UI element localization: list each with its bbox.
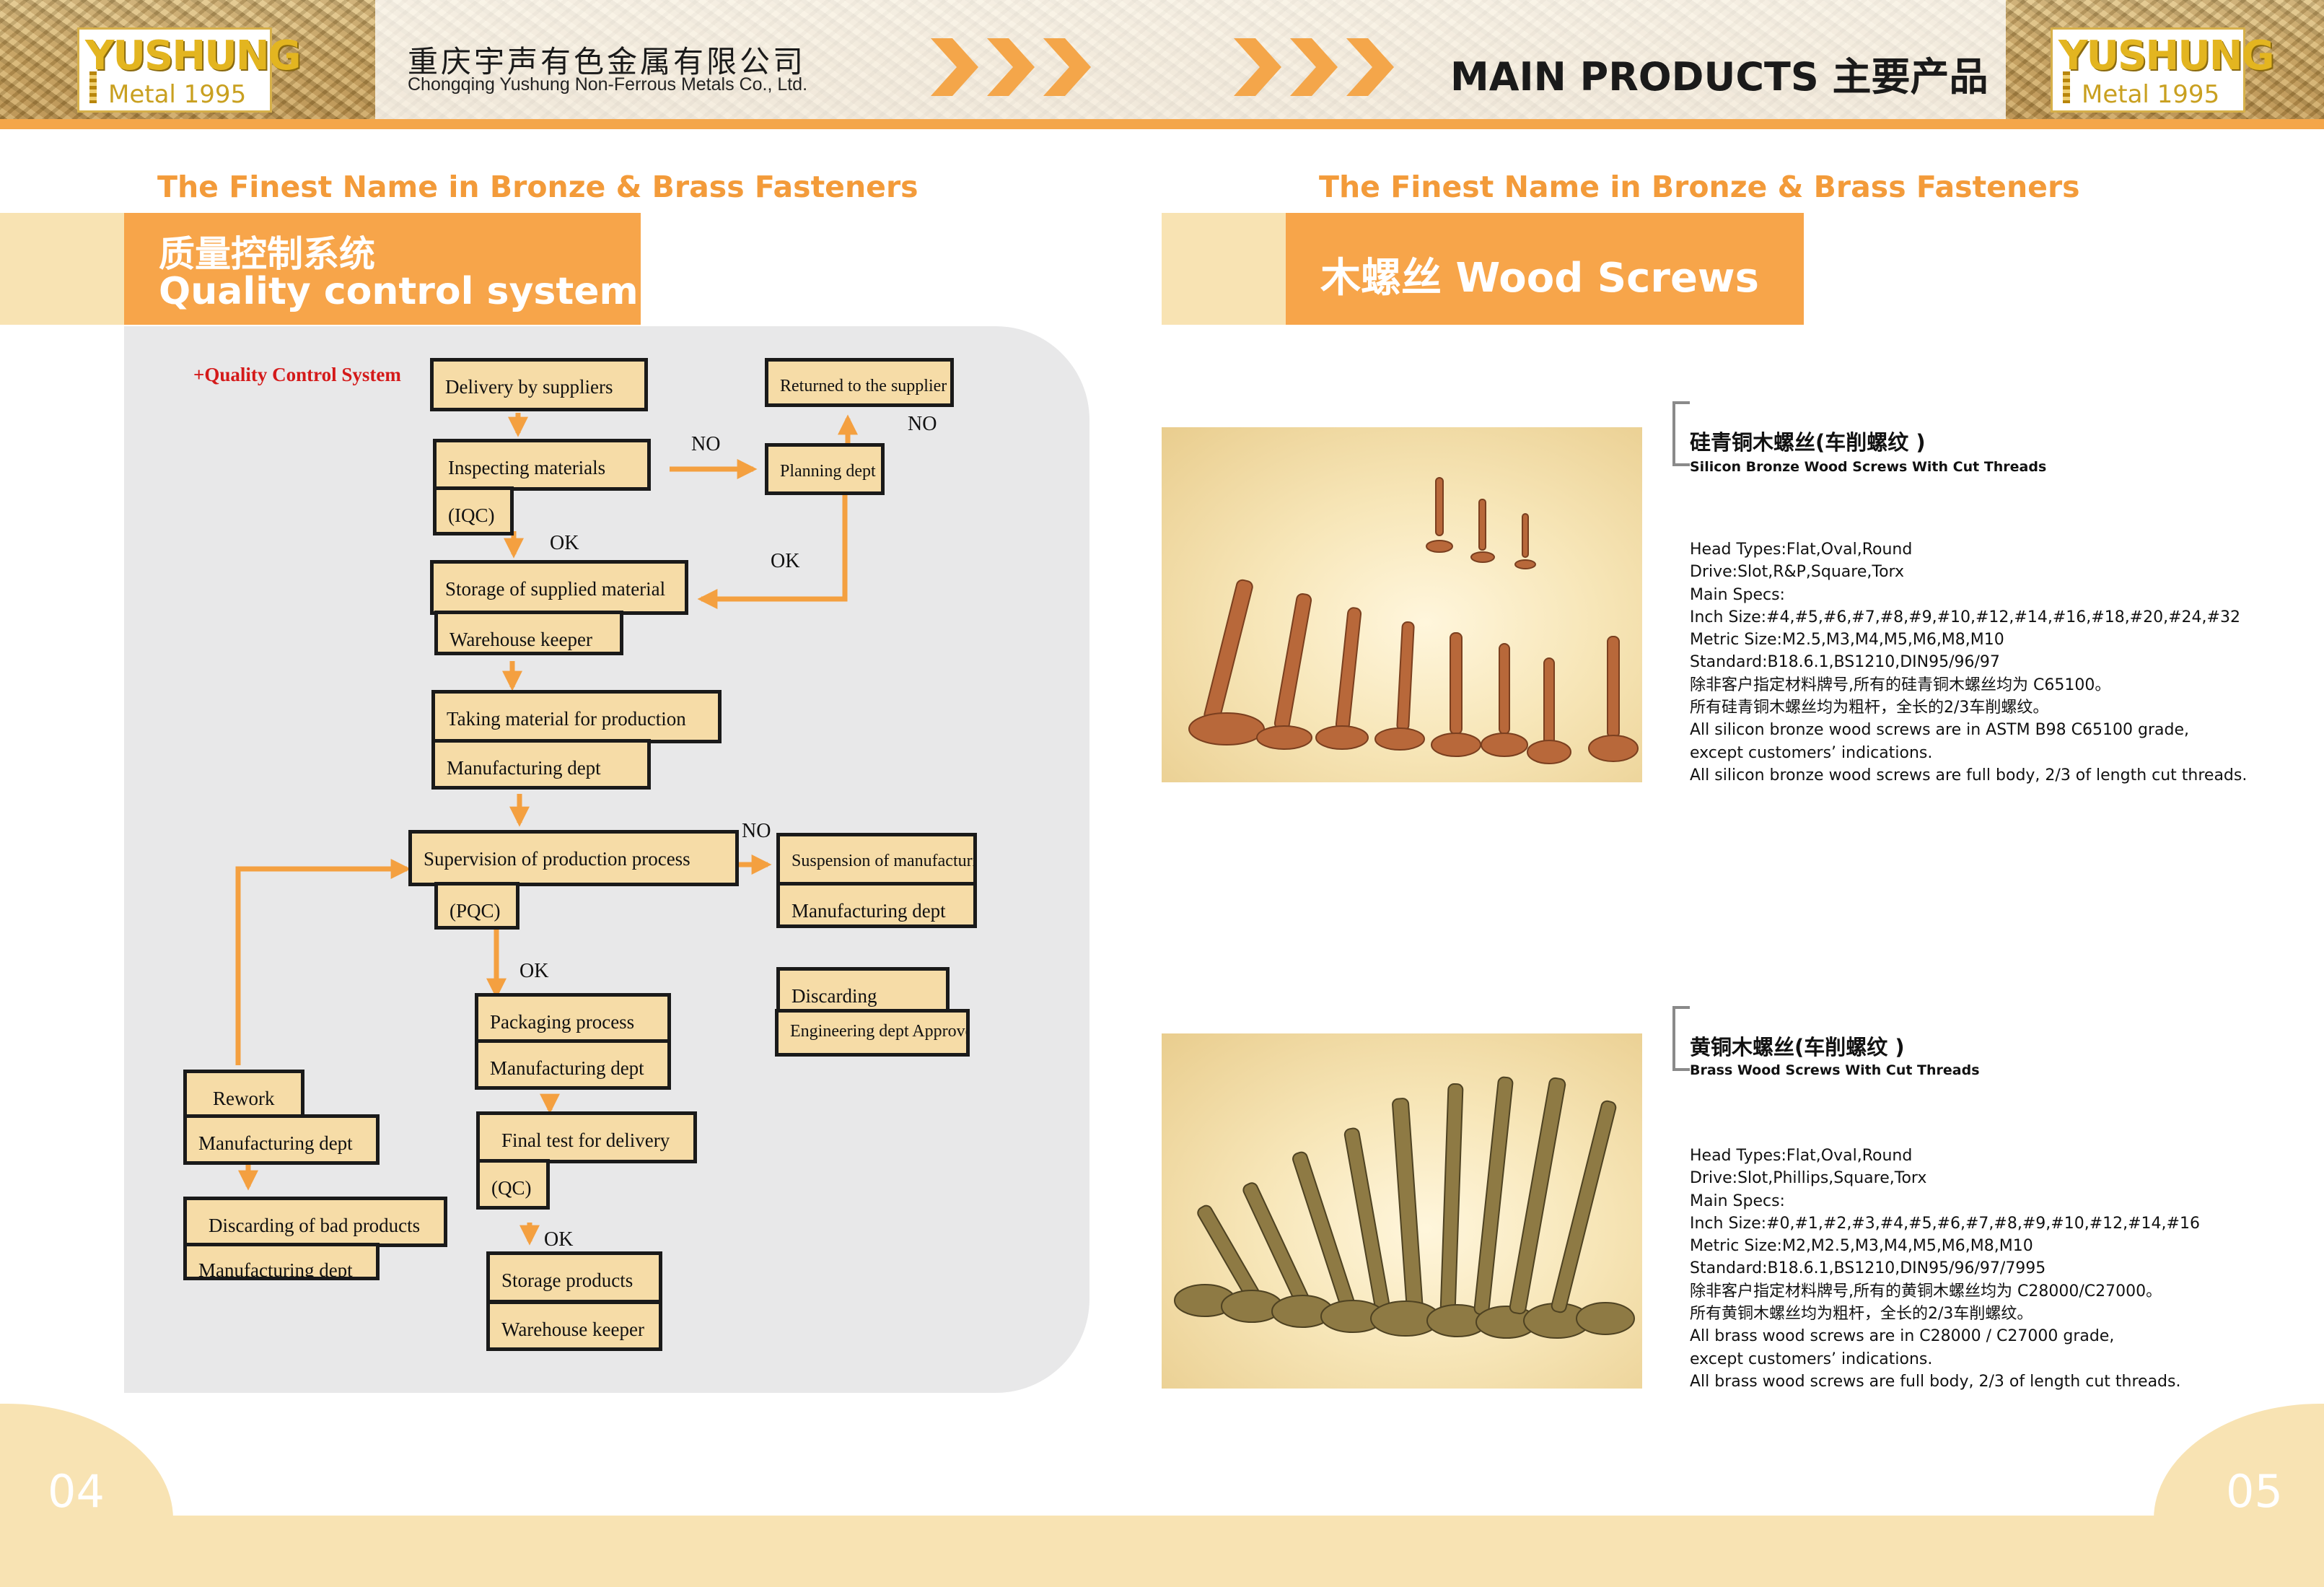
spec-line: Standard:B18.6.1,BS1210,DIN95/96/97 — [1690, 653, 2000, 672]
flow-label-ok: OK — [550, 532, 579, 554]
bracket-decoration — [1672, 1006, 1690, 1071]
section-title: 木螺丝 Wood Screws — [1320, 255, 1759, 302]
logo-subtext: Metal 1995 — [2082, 80, 2220, 109]
title-box — [124, 213, 641, 325]
box-pqc: (PQC) — [434, 882, 519, 930]
spec-line: All brass wood screws are in C28000 / C2… — [1690, 1327, 2115, 1346]
box-manufacturing: Manufacturing dept — [776, 882, 977, 928]
box-planning: Planning dept — [765, 443, 885, 495]
box-engineering: Engineering dept Approved — [775, 1009, 970, 1057]
spec-line: 除非客户指定材料牌号,所有的硅青铜木螺丝均为 C65100。 — [1690, 676, 2111, 694]
spec-line: Drive:Slot,Phillips,Square,Torx — [1690, 1169, 1927, 1188]
spec-line: 所有硅青铜木螺丝均为粗杆，全长的2/3车削螺纹。 — [1690, 699, 2049, 717]
spec-line: All silicon bronze wood screws are full … — [1690, 766, 2248, 784]
logo-text: YUSHUNG — [2058, 32, 2275, 79]
section-title-cn: 质量控制系统 — [159, 233, 375, 275]
spec-line: All brass wood screws are full body, 2/3… — [1690, 1372, 2181, 1391]
box-inspecting: Inspecting materials — [433, 439, 651, 491]
screws-illustration — [1174, 1076, 1635, 1339]
screws-illustration — [1188, 477, 1639, 764]
box-qc: (QC) — [476, 1159, 550, 1210]
spec-line: except customers’ indications. — [1690, 743, 1933, 762]
spec-line: Metric Size:M2.5,M3,M4,M5,M6,M8,M10 — [1690, 631, 2004, 650]
product-name-en: Brass Wood Screws With Cut Threads — [1690, 1062, 1980, 1078]
header-divider — [0, 119, 2324, 129]
spec-line: Inch Size:#4,#5,#6,#7,#8,#9,#10,#12,#14,… — [1690, 608, 2240, 626]
main-products-title: MAIN PRODUCTS 主要产品 — [1450, 54, 1988, 100]
logo-left: YUSHUNG Metal 1995 — [77, 27, 302, 113]
chevron-right-icon — [1234, 38, 1394, 96]
spec-line: Head Types:Flat,Oval,Round — [1690, 1147, 1913, 1165]
title-band — [1162, 213, 1286, 325]
box-manufacturing: Manufacturing dept — [475, 1039, 671, 1090]
spec-line: Metric Size:M2,M2.5,M3,M4,M5,M6,M8,M10 — [1690, 1237, 2033, 1256]
flow-label-no: NO — [691, 433, 721, 455]
box-returned: Returned to the supplier — [765, 358, 954, 407]
box-supervision: Supervision of production process — [408, 830, 739, 886]
screw-icon — [89, 71, 97, 103]
flow-label-no: NO — [742, 820, 771, 842]
logo-right: YUSHUNG Metal 1995 — [2051, 27, 2275, 113]
tagline-left: The Finest Name in Bronze & Brass Fasten… — [157, 170, 918, 204]
brass-screws-photo — [1162, 1033, 1642, 1389]
product-specs: Head Types:Flat,Oval,Round Drive:Slot,R&… — [1690, 538, 2247, 787]
header-band — [375, 0, 2006, 119]
box-delivery: Delivery by suppliers — [430, 358, 648, 411]
company-name-en: Chongqing Yushung Non-Ferrous Metals Co.… — [408, 74, 808, 95]
box-suspension: Suspension of manufacturing — [776, 833, 977, 886]
product-name-en: Silicon Bronze Wood Screws With Cut Thre… — [1690, 459, 2047, 475]
spec-line: Standard:B18.6.1,BS1210,DIN95/96/97/7995 — [1690, 1259, 2046, 1278]
box-manufacturing: Manufacturing dept — [183, 1114, 380, 1165]
flowchart-arrows — [235, 413, 858, 1246]
flow-label-ok: OK — [771, 550, 800, 572]
company-name-cn: 重庆宇声有色金属有限公司 — [408, 44, 807, 79]
chevron-right-icon — [931, 38, 1091, 96]
flow-label-no: NO — [908, 413, 937, 435]
box-storage-products: Storage products — [486, 1251, 662, 1303]
product-name-cn: 硅青铜木螺丝(车削螺纹 ) — [1690, 430, 1926, 455]
logo-subtext: Metal 1995 — [108, 80, 247, 109]
silicon-bronze-screws-photo — [1162, 427, 1642, 782]
box-manufacturing: Manufacturing dept — [431, 739, 651, 790]
spec-line: 所有黄铜木螺丝均为粗杆，全长的2/3车削螺纹。 — [1690, 1305, 2033, 1324]
box-discarding-bad: Discarding of bad products — [183, 1197, 447, 1247]
box-manufacturing: Manufacturing dept — [183, 1243, 380, 1280]
box-iqc: (IQC) — [433, 486, 514, 535]
box-packaging: Packaging process — [475, 993, 671, 1044]
spec-line: All silicon bronze wood screws are in AS… — [1690, 721, 2189, 740]
spec-line: Head Types:Flat,Oval,Round — [1690, 541, 1913, 559]
logo-text: YUSHUNG — [85, 32, 302, 79]
spec-line: Drive:Slot,R&P,Square,Torx — [1690, 563, 1904, 582]
spec-line: Inch Size:#0,#1,#2,#3,#4,#5,#6,#7,#8,#9,… — [1690, 1214, 2200, 1233]
flowchart-heading: +Quality Control System — [193, 364, 401, 385]
bracket-decoration — [1672, 401, 1690, 466]
footer-bar — [0, 1516, 2324, 1587]
screw-icon — [2063, 71, 2070, 103]
spec-line: Main Specs: — [1690, 1192, 1785, 1210]
product-specs: Head Types:Flat,Oval,Round Drive:Slot,Ph… — [1690, 1145, 2200, 1393]
section-title-en: Quality control system — [159, 270, 639, 313]
flow-label-ok: OK — [519, 960, 549, 982]
title-band — [0, 213, 124, 325]
page-number-left: 04 — [48, 1465, 105, 1518]
tagline-right: The Finest Name in Bronze & Brass Fasten… — [1319, 170, 2080, 204]
box-rework: Rework — [183, 1070, 304, 1119]
product-name-cn: 黄铜木螺丝(车削螺纹 ) — [1690, 1035, 1905, 1059]
spec-line: except customers’ indications. — [1690, 1350, 1933, 1368]
spec-line: Main Specs: — [1690, 585, 1785, 604]
box-final-test: Final test for delivery — [476, 1111, 697, 1163]
page-number-right: 05 — [2226, 1465, 2283, 1518]
spec-line: 除非客户指定材料牌号,所有的黄铜木螺丝均为 C28000/C27000。 — [1690, 1282, 2162, 1300]
box-warehouse-keeper: Warehouse keeper — [486, 1300, 662, 1351]
box-warehouse-keeper: Warehouse keeper — [434, 611, 623, 655]
flow-label-ok: OK — [544, 1228, 574, 1251]
title-box — [1286, 213, 1804, 325]
box-storage-supplied: Storage of supplied material — [430, 560, 688, 615]
box-taking-material: Taking material for production — [431, 690, 722, 743]
